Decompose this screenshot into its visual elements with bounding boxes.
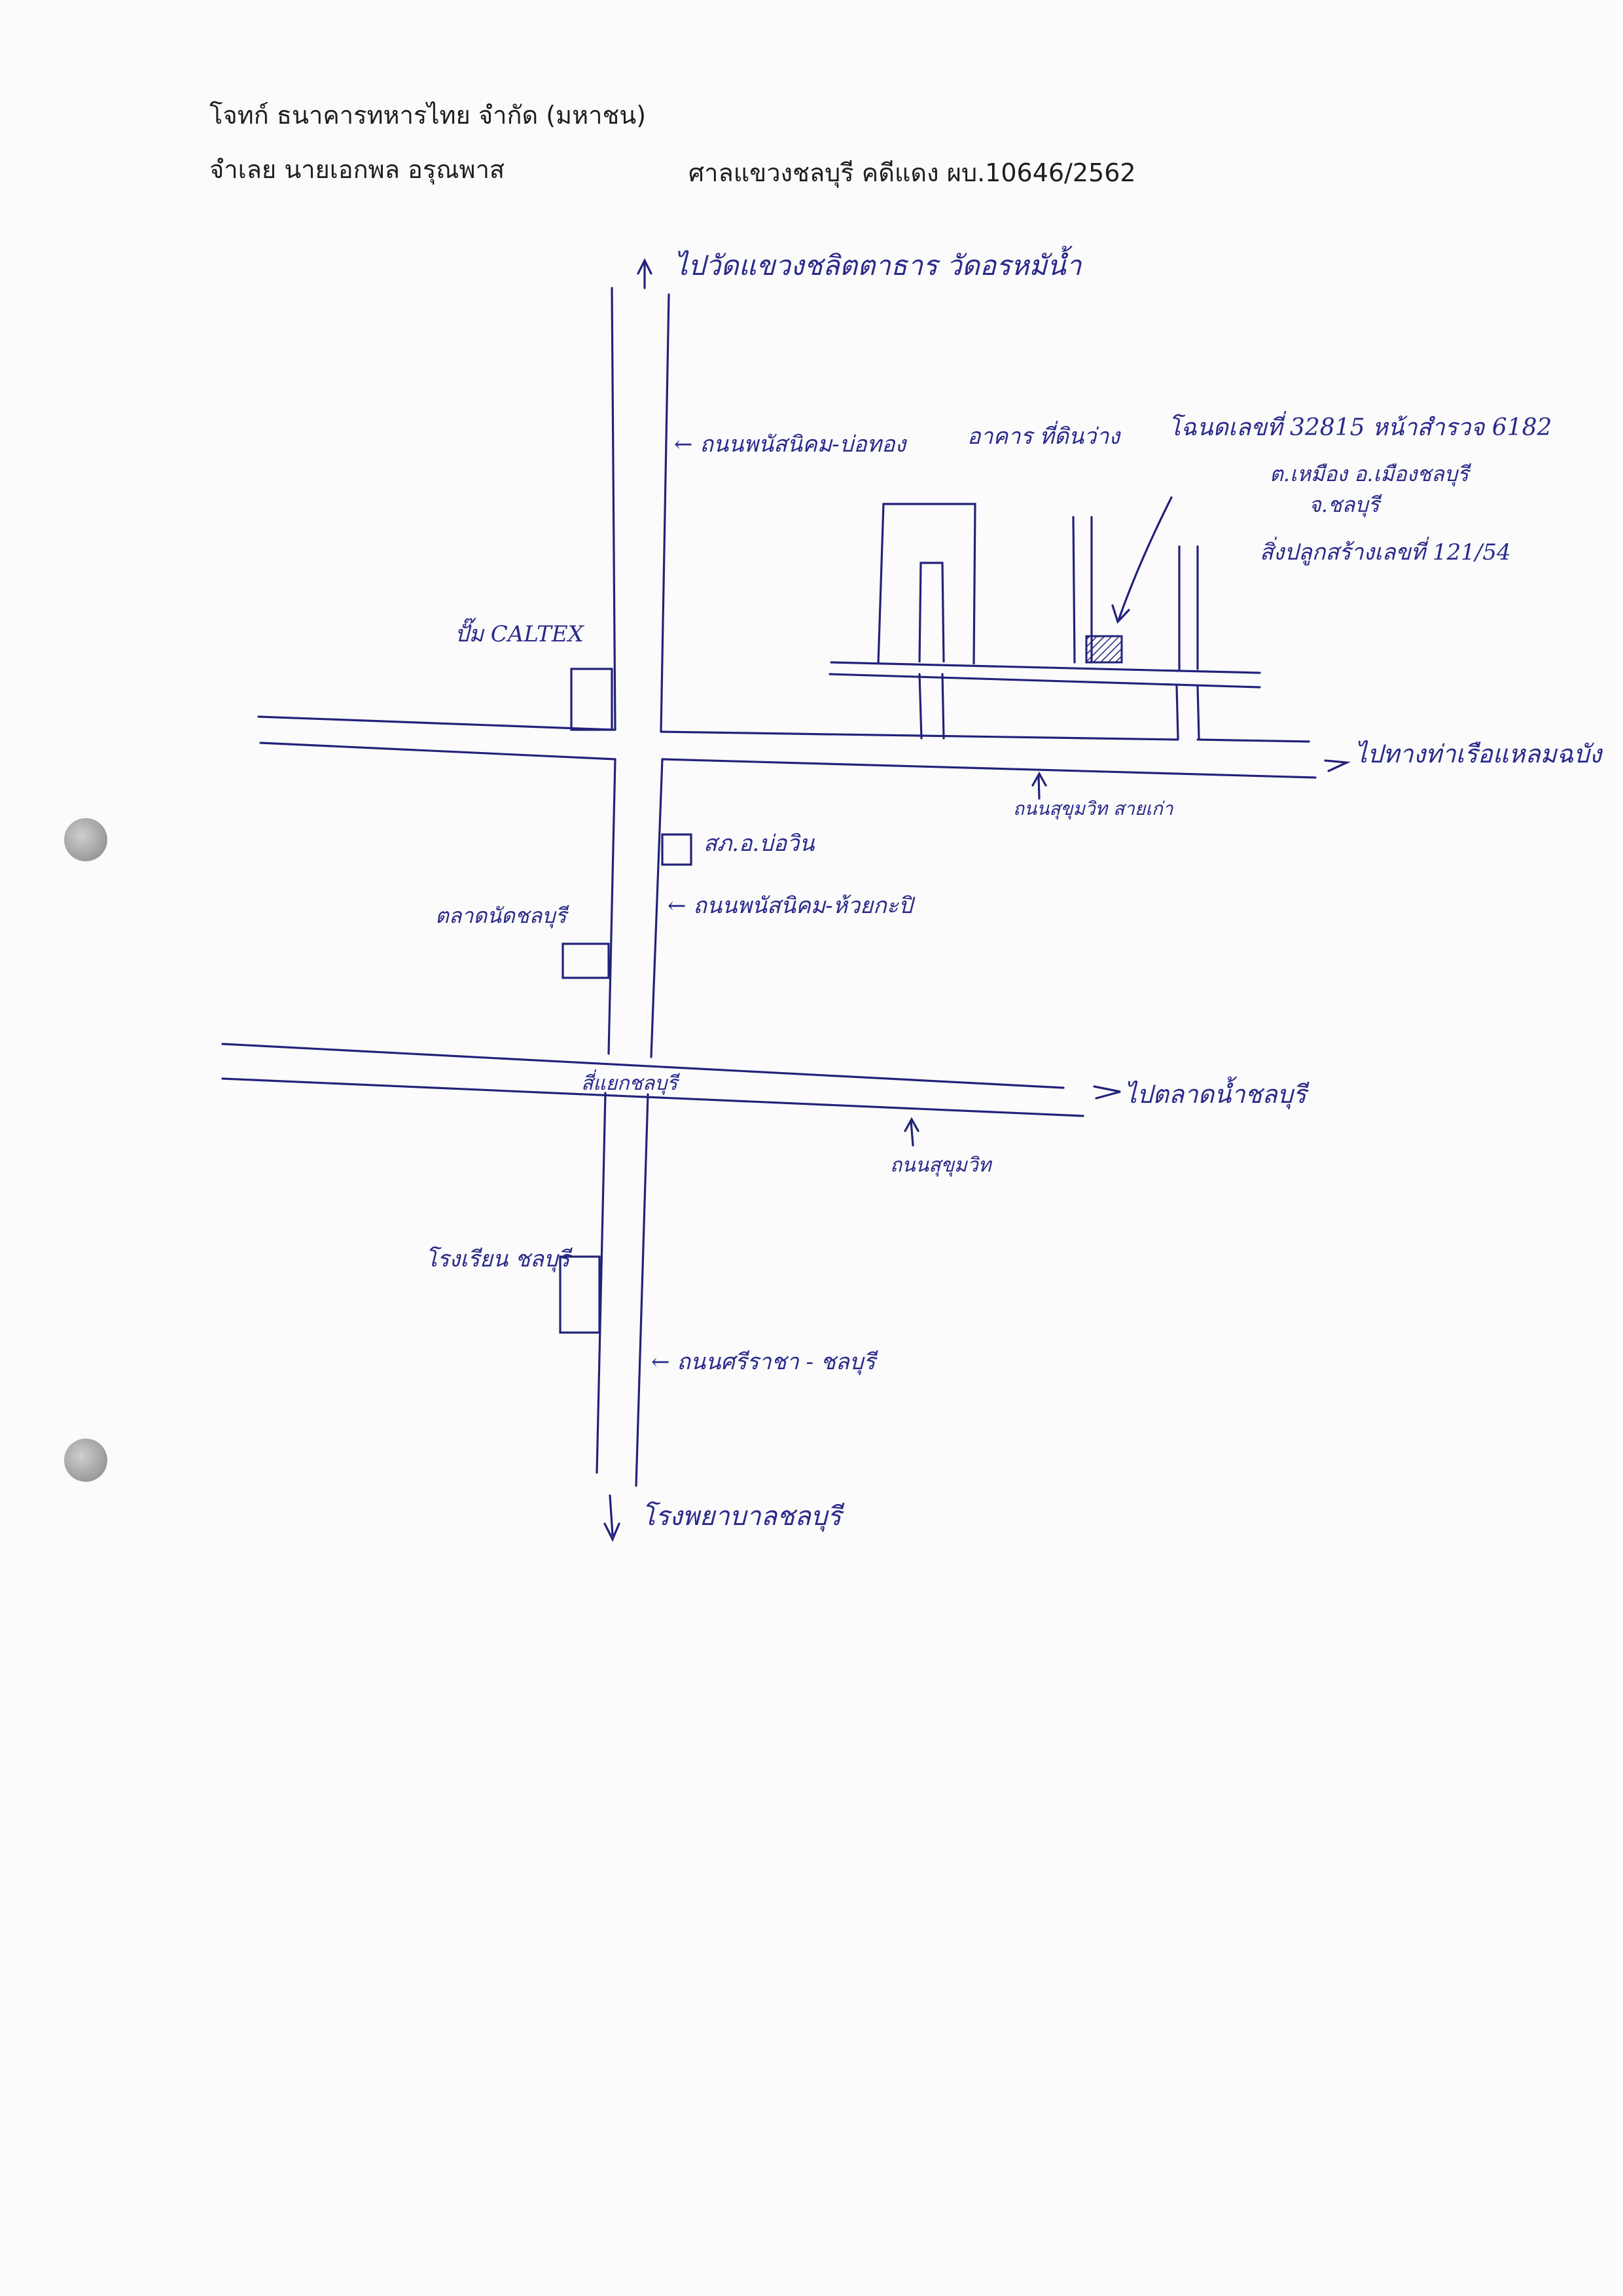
main-road-west-edge-mid	[607, 758, 616, 1055]
upper-road-north-edge-east	[660, 730, 1179, 741]
school-label: โรงเรียน ชลบุรี	[425, 1246, 573, 1272]
side-lane-connector-c	[1175, 685, 1179, 740]
east-destination-lower-label: ไปตลาดน้ำชลบุรี	[1124, 1076, 1310, 1109]
east-destination-upper-label: ไปทางท่าเรือแหลมฉบัง	[1355, 740, 1603, 768]
building-outline	[877, 503, 976, 665]
south-arrow-head	[603, 1522, 620, 1542]
upper-road-south-edge-east	[661, 758, 1317, 779]
lower-road-north-edge	[221, 1043, 1065, 1089]
upper-road-pointer-head	[1031, 771, 1047, 787]
main-road-west-edge-north	[611, 287, 616, 731]
side-lane-connector-a	[918, 673, 923, 740]
road-left-lower-label: ← ถนนศรีราชา - ชลบุรี	[651, 1349, 879, 1375]
market-label: ตลาดนัดชลบุรี	[435, 903, 569, 929]
upper-road-north-edge-far-east	[1196, 738, 1310, 743]
police-station-label: สภ.อ.บ่อวิน	[704, 831, 815, 857]
upper-road-south-edge-west	[259, 742, 616, 761]
plot-pointer-head	[1111, 604, 1130, 624]
plot-lane-west	[1072, 516, 1076, 664]
lower-road-pointer	[910, 1119, 914, 1147]
court-case-line: ศาลแขวงชลบุรี คดีแดง ผบ.10646/2562	[688, 158, 1136, 187]
side-lane-south-edge	[829, 673, 1261, 689]
lower-road-name-label: ถนนสุขุมวิท	[890, 1154, 993, 1177]
police-station-box	[661, 833, 692, 866]
market-box	[562, 942, 610, 979]
road-left-upper-label: ← ถนนพนัสนิคม-บ่อทอง	[674, 431, 907, 457]
south-destination-label: โรงพยาบาลชลบุรี	[641, 1501, 845, 1532]
punch-hole-lower	[64, 1439, 107, 1482]
main-road-east-edge-mid	[650, 758, 664, 1058]
punch-hole-upper	[64, 818, 107, 861]
east-arrow-upper	[1324, 759, 1351, 772]
main-road-west-edge-south	[596, 1092, 607, 1474]
upper-road-name-label: ถนนสุขุมวิท สายเก่า	[1013, 798, 1174, 820]
target-land-plot	[1085, 635, 1123, 664]
defendant-line: จำเลย นายเอกพล อรุณพาส	[209, 155, 505, 184]
land-deed-label: โฉนดเลขที่ 32815 หน้าสำรวจ 6182	[1168, 410, 1552, 441]
school-box	[559, 1255, 601, 1334]
lower-road-south-edge	[221, 1077, 1084, 1117]
caltex-label: ปั๊ม CALTEX	[455, 617, 585, 647]
side-lane-connector-d	[1196, 685, 1200, 740]
plaintiff-line: โจทก์ ธนาคารทหารไทย จำกัด (มหาชน)	[209, 101, 647, 130]
north-destination-label: ไปวัดแขวงชลิตตาธาร วัดอรหมัน้ำ	[674, 245, 1082, 281]
building-permit-label: สิ่งปลูกสร้างเลขที่ 121/54	[1260, 537, 1511, 565]
north-arrow-head	[637, 258, 652, 275]
road-left-mid-label: ← ถนนพนัสนิคม-ห้วยกะปิ	[668, 893, 916, 919]
plot-pointer-arrow	[1118, 496, 1173, 620]
land-location-1-label: ต.เหมือง อ.เมืองชลบุรี	[1270, 461, 1471, 487]
building-inner	[918, 562, 945, 663]
caltex-station-box	[570, 668, 613, 731]
side-lane-connector-b	[941, 673, 945, 740]
south-arrow-shaft	[609, 1494, 614, 1536]
building-label: อาคาร ที่ดินว่าง	[967, 421, 1121, 450]
intersection-label: สี่แยกชลบุรี	[581, 1069, 680, 1095]
east-arrow-lower	[1093, 1085, 1121, 1100]
land-location-2-label: จ.ชลบุรี	[1309, 492, 1382, 518]
upper-road-north-edge-west	[257, 715, 615, 731]
side-lane-north-edge	[830, 661, 1261, 674]
lower-road-pointer-head	[904, 1117, 919, 1132]
main-road-east-edge-south	[635, 1093, 649, 1487]
main-road-east-edge-north	[660, 293, 670, 733]
